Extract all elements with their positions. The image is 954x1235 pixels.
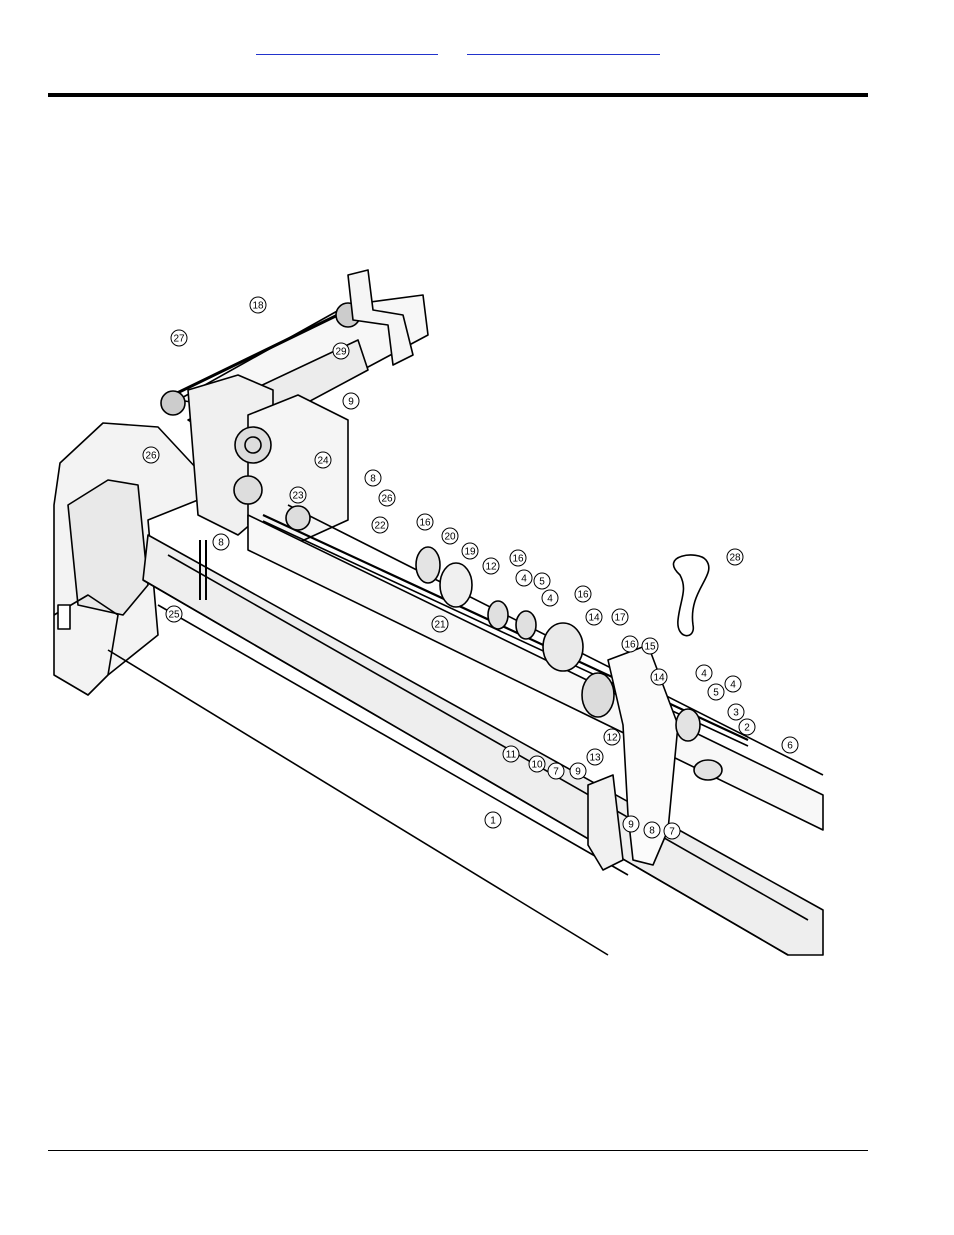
callout-number: 8 [218, 538, 224, 549]
callout-number: 12 [485, 562, 497, 573]
callout-16: 16 [621, 635, 639, 653]
callout-23: 23 [289, 486, 307, 504]
callout-number: 15 [644, 642, 656, 653]
callout-9: 9 [622, 815, 640, 833]
callout-number: 9 [348, 397, 354, 408]
callout-number: 4 [701, 669, 707, 680]
callout-number: 10 [531, 760, 543, 771]
callout-number: 2 [744, 723, 750, 734]
callout-7: 7 [663, 822, 681, 840]
callout-22: 22 [371, 516, 389, 534]
callout-number: 12 [606, 733, 618, 744]
callout-13: 13 [586, 748, 604, 766]
callout-number: 28 [729, 553, 741, 564]
callout-7: 7 [547, 762, 565, 780]
callout-14: 14 [585, 608, 603, 626]
callout-5: 5 [533, 572, 551, 590]
callout-28: 28 [726, 548, 744, 566]
callout-19: 19 [461, 542, 479, 560]
callout-number: 16 [624, 640, 636, 651]
callout-number: 24 [317, 456, 329, 467]
callout-number: 14 [653, 673, 665, 684]
callout-number: 19 [464, 547, 476, 558]
callout-number: 11 [506, 750, 517, 761]
callout-18: 18 [249, 296, 267, 314]
callout-number: 22 [374, 521, 386, 532]
callout-number: 17 [614, 613, 626, 624]
footer-rule [48, 1150, 868, 1151]
callout-number: 18 [252, 301, 264, 312]
callout-3: 3 [727, 703, 745, 721]
callout-number: 26 [381, 494, 393, 505]
callout-24: 24 [314, 451, 332, 469]
callout-number: 16 [577, 590, 589, 601]
callout-12: 12 [482, 557, 500, 575]
callout-number: 5 [713, 688, 719, 699]
callout-number: 7 [553, 767, 559, 778]
callout-number: 8 [649, 826, 655, 837]
callout-17: 17 [611, 608, 629, 626]
callout-number: 27 [173, 334, 185, 345]
callout-number: 16 [512, 554, 524, 565]
callout-number: 1 [490, 816, 496, 827]
callout-4: 4 [695, 664, 713, 682]
callout-number: 20 [444, 532, 456, 543]
callout-16: 16 [574, 585, 592, 603]
callout-number: 9 [575, 767, 581, 778]
callout-9: 9 [569, 762, 587, 780]
callout-14: 14 [650, 668, 668, 686]
callout-16: 16 [509, 549, 527, 567]
callout-4: 4 [515, 569, 533, 587]
callout-4: 4 [724, 675, 742, 693]
callout-25: 25 [165, 605, 183, 623]
callout-2: 2 [738, 718, 756, 736]
callout-15: 15 [641, 637, 659, 655]
callout-11: 11 [502, 745, 520, 763]
callout-number: 4 [730, 680, 736, 691]
callout-number: 21 [434, 620, 446, 631]
callout-number: 25 [168, 610, 180, 621]
callout-number: 8 [370, 474, 376, 485]
callout-29: 29 [332, 342, 350, 360]
callout-number: 13 [589, 753, 601, 764]
callout-5: 5 [707, 683, 725, 701]
callout-number: 7 [669, 827, 675, 838]
callout-number: 29 [335, 347, 347, 358]
callout-27: 27 [170, 329, 188, 347]
callout-8: 8 [364, 469, 382, 487]
callout-9: 9 [342, 392, 360, 410]
callout-number: 4 [547, 594, 553, 605]
callout-12: 12 [603, 728, 621, 746]
callout-number: 3 [733, 708, 739, 719]
callout-number: 16 [419, 518, 431, 529]
callout-number: 6 [787, 741, 793, 752]
callout-20: 20 [441, 527, 459, 545]
callout-number: 14 [588, 613, 600, 624]
machine-drawing [53, 269, 824, 956]
callout-number: 4 [521, 574, 527, 585]
callout-number: 23 [292, 491, 304, 502]
callout-8: 8 [643, 821, 661, 839]
callout-8: 8 [212, 533, 230, 551]
header-link-right[interactable] [467, 40, 660, 55]
callout-21: 21 [431, 615, 449, 633]
callout-16: 16 [416, 513, 434, 531]
callout-4: 4 [541, 589, 559, 607]
callout-number: 26 [145, 451, 157, 462]
callout-number: 9 [628, 820, 634, 831]
callout-6: 6 [781, 736, 799, 754]
callout-10: 10 [528, 755, 546, 773]
callout-26: 26 [378, 489, 396, 507]
callout-1: 1 [484, 811, 502, 829]
callout-26: 26 [142, 446, 160, 464]
header-rule [48, 93, 868, 97]
callout-number: 5 [539, 577, 545, 588]
header-link-left[interactable] [256, 40, 438, 55]
